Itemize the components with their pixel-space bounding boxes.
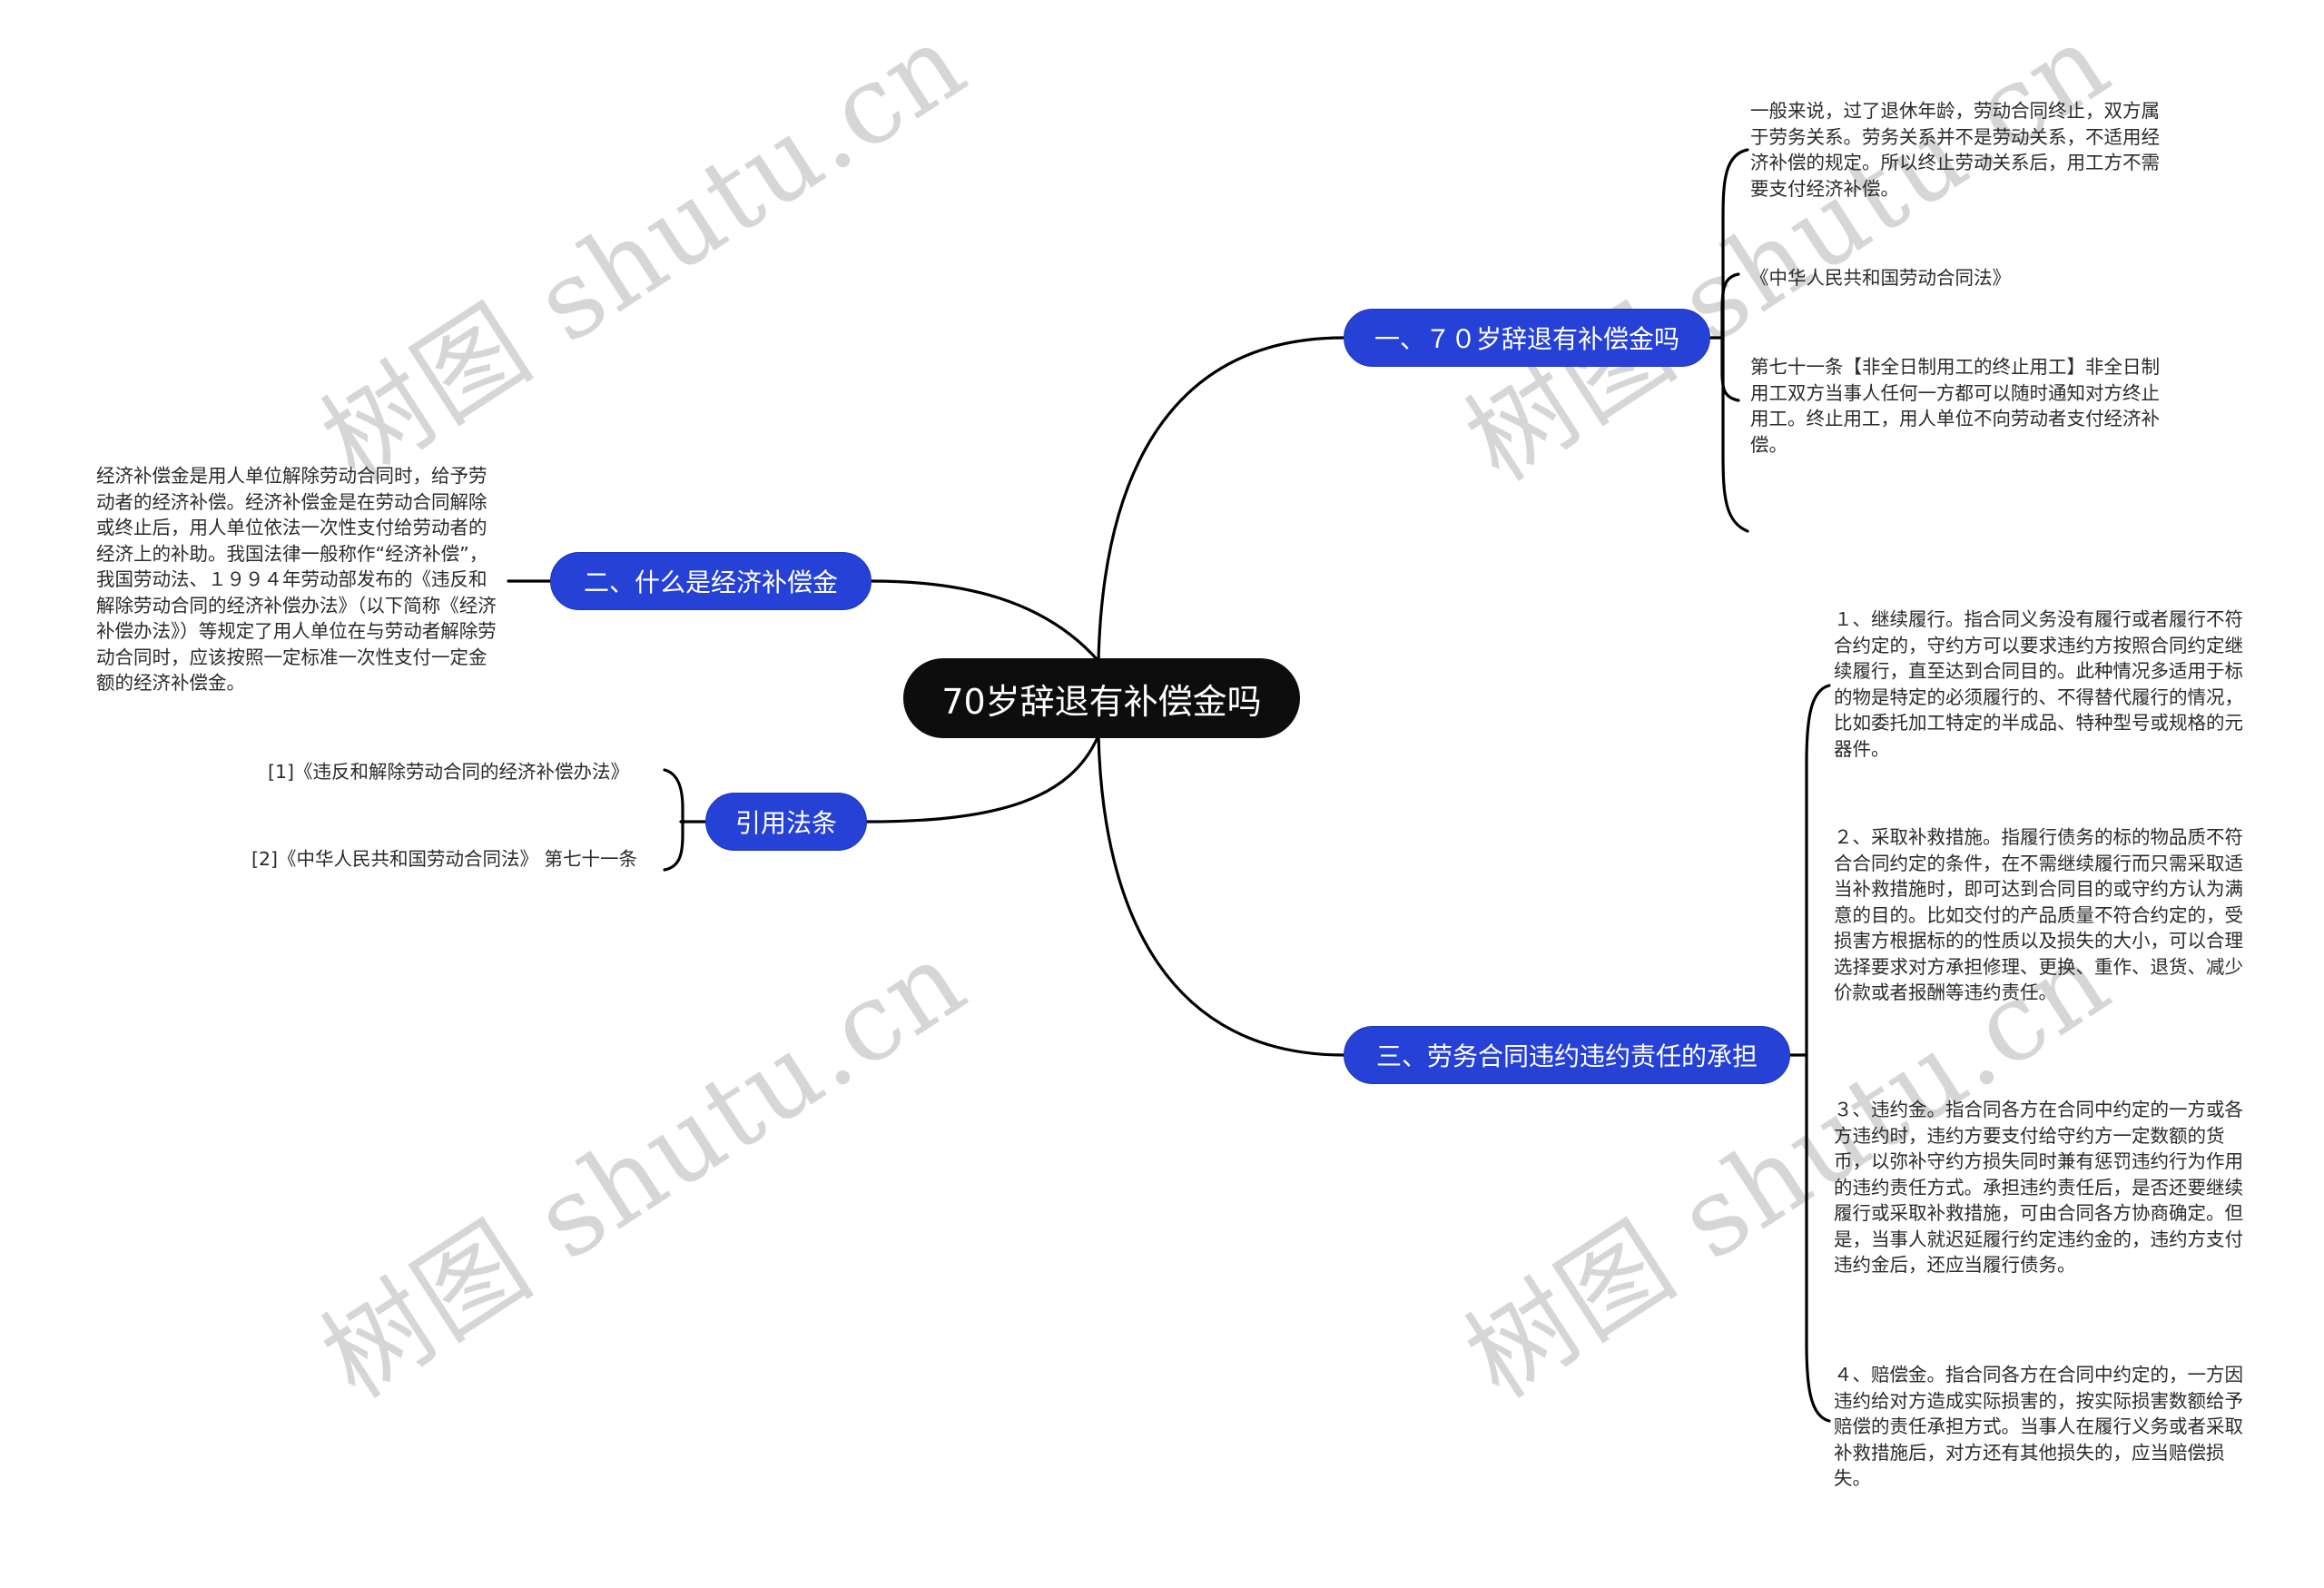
leaf-liquidated-damages: ３、违约金。指合同各方在合同中约定的一方或各方违约时，违约方要支付给守约方一定数… [1834, 1099, 2243, 1276]
branch-node-breach-liability[interactable]: 三、劳务合同违约违约责任的承担 [1344, 1026, 1790, 1084]
root-node[interactable]: 70岁辞退有补偿金吗 [903, 658, 1300, 738]
branch-label: 三、劳务合同违约违约责任的承担 [1375, 1041, 1758, 1071]
leaf-compensatory-damages: ４、赔偿金。指合同各方在合同中约定的，一方因违约给对方造成实际损害的，按实际损害… [1834, 1364, 2243, 1489]
branch-label: 一、７０岁辞退有补偿金吗 [1374, 324, 1679, 354]
leaf-retirement-labor-relation: 一般来说，过了退休年龄，劳动合同终止，双方属于劳务关系。劳务关系并不是劳动关系，… [1750, 100, 2160, 200]
branch-node-what-is-compensation[interactable]: 二、什么是经济补偿金 [550, 552, 872, 610]
leaf-article-71: 第七十一条【非全日制用工的终止用工】非全日制用工双方当事人任何一方都可以随时通知… [1750, 356, 2160, 456]
branch-label: 二、什么是经济补偿金 [583, 567, 838, 597]
root-label: 70岁辞退有补偿金吗 [941, 681, 1262, 722]
leaf-citation-1: [1]《违反和解除劳动合同的经济补偿办法》 [268, 761, 630, 783]
leaf-citation-2: [2]《中华人民共和国劳动合同法》 第七十一条 [251, 848, 638, 870]
leaf-continue-performance: １、继续履行。指合同义务没有履行或者履行不符合约定的，守约方可以要求违约方按照合… [1834, 608, 2243, 760]
leaf-compensation-definition: 经济补偿金是用人单位解除劳动合同时，给予劳动者的经济补偿。经济补偿金是在劳动合同… [96, 465, 497, 694]
leaf-remedial-measures: ２、采取补救措施。指履行债务的标的物品质不符合合同约定的条件，在不需继续履行而只… [1834, 826, 2243, 1003]
branch-node-cited-laws[interactable]: 引用法条 [705, 793, 867, 851]
branch-node-70-compensation[interactable]: 一、７０岁辞退有补偿金吗 [1344, 309, 1710, 367]
branch-label: 引用法条 [734, 808, 837, 838]
leaf-labor-contract-law: 《中华人民共和国劳动合同法》 [1750, 267, 2011, 289]
